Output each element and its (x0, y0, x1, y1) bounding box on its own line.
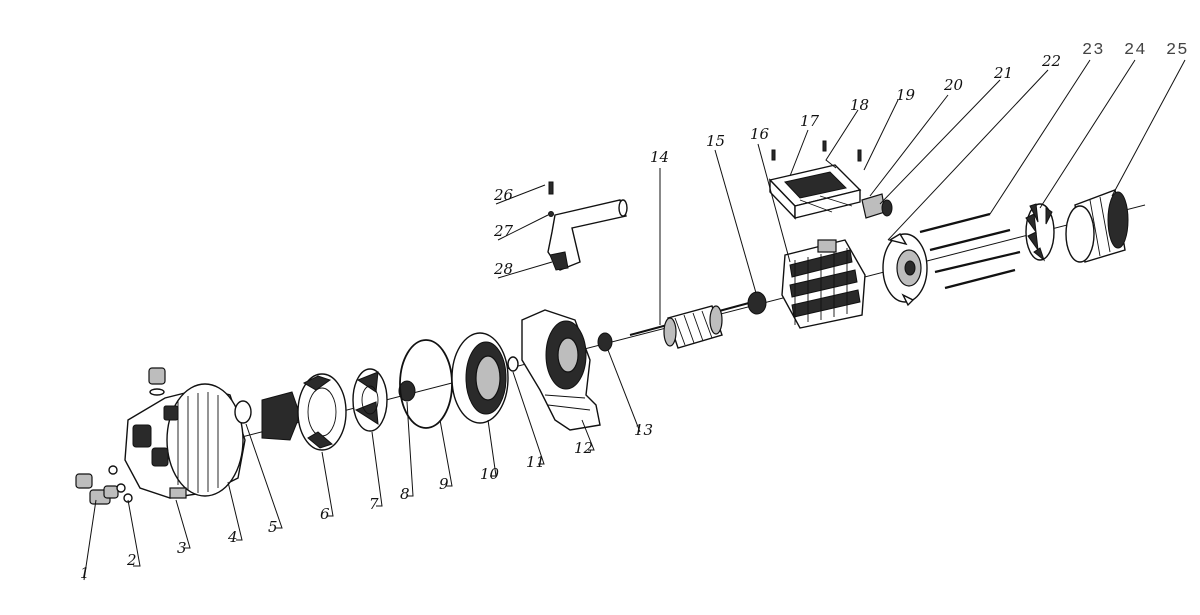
callout-21: 21 (993, 64, 1013, 82)
mechanical-seal-part (398, 380, 416, 402)
fan-cover-part (1065, 189, 1129, 263)
impeller-part (352, 368, 388, 432)
callout-labels: 1 2 3 4 5 6 7 8 9 10 11 12 13 14 15 16 1… (80, 41, 1188, 582)
callout-12: 12 (574, 439, 593, 457)
rotor-part (629, 299, 761, 349)
callout-18: 18 (850, 96, 869, 114)
callout-26: 26 (493, 186, 514, 204)
callout-28: 28 (493, 260, 513, 278)
terminal-box-part (768, 164, 862, 220)
callout-14: 14 (650, 148, 669, 166)
handle-screw-part (548, 181, 554, 195)
callout-16: 16 (750, 125, 770, 143)
callout-22: 22 (1041, 52, 1061, 70)
callout-9: 9 (439, 475, 449, 493)
callout-5: 5 (268, 518, 278, 536)
callout-7: 7 (369, 495, 379, 513)
screw-part (822, 140, 827, 152)
callout-27: 27 (493, 222, 514, 240)
callout-6: 6 (320, 505, 330, 523)
callout-3: 3 (177, 539, 187, 557)
tie-bolt-part (919, 212, 1021, 290)
diffuser-part (261, 373, 347, 451)
callout-17: 17 (800, 112, 820, 130)
seal-ring-part (234, 400, 252, 424)
pump-cover-part (451, 332, 509, 424)
cooling-fan-part (1025, 203, 1055, 262)
front-bearing-part (597, 332, 613, 352)
small-seal-part (507, 356, 519, 372)
callout-15: 15 (706, 132, 725, 150)
screw-part (771, 149, 776, 161)
screw-part (857, 149, 862, 162)
callout-24: 24 (1124, 41, 1146, 60)
callout-20: 20 (943, 76, 964, 94)
priming-plug-part (148, 367, 166, 396)
cable-gland-part (861, 193, 893, 219)
callout-10: 10 (480, 465, 500, 483)
callout-1: 1 (80, 564, 90, 582)
callout-25: 25 (1166, 41, 1188, 60)
callout-2: 2 (126, 551, 137, 569)
callout-11: 11 (526, 453, 545, 471)
motor-bracket-part (521, 309, 601, 431)
callout-23: 23 (1082, 41, 1104, 60)
handle-washer-part (548, 211, 554, 217)
callout-4: 4 (227, 528, 238, 546)
drain-plug-part (75, 473, 119, 505)
motor-body-part (781, 239, 866, 329)
pump-housing-part (124, 383, 246, 499)
end-shield-part (882, 233, 928, 307)
callout-13: 13 (634, 421, 653, 439)
callout-8: 8 (400, 485, 410, 503)
callout-19: 19 (896, 86, 916, 104)
leader-lines (83, 59, 1186, 581)
handle-part (547, 199, 628, 271)
rear-bearing-part (747, 291, 767, 315)
